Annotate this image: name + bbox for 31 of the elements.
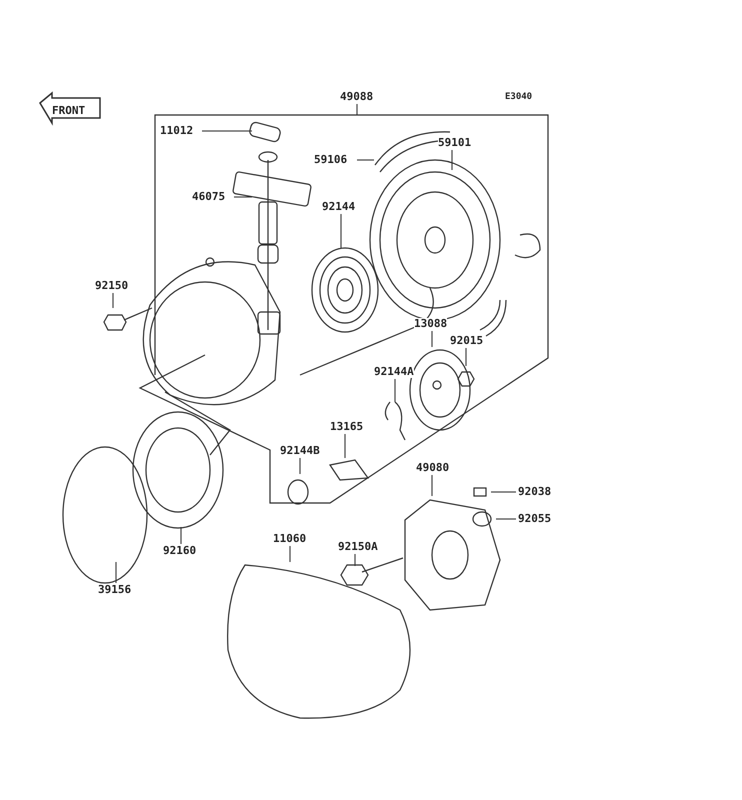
callout-number: 92150A (338, 541, 378, 553)
leader-line (202, 130, 252, 132)
callout-number: 11012 (160, 125, 194, 137)
callout-number: 13165 (330, 421, 364, 433)
callout-number: 59101 (438, 137, 472, 149)
callout-number: 92055 (518, 513, 552, 525)
callout-number: 92144B (280, 445, 320, 457)
leader-line (112, 292, 114, 308)
callout-number: 92015 (450, 335, 484, 347)
callout-number: 13088 (414, 318, 448, 330)
callout-number: 49088 (340, 91, 374, 103)
callout-number: 46075 (192, 191, 226, 203)
callout-number: 49080 (416, 462, 450, 474)
leader-line (234, 196, 252, 198)
callout-number: 92144A (374, 366, 414, 378)
leader-line (180, 526, 182, 544)
leader-line (354, 554, 356, 566)
direction-label: FRONT (52, 105, 86, 117)
callout-number: 92144 (322, 201, 356, 213)
leader-line (356, 104, 358, 116)
leader-line (496, 518, 516, 520)
callout-number: 92038 (518, 486, 552, 498)
callout-number: 92150 (95, 280, 128, 292)
leader-line (344, 434, 346, 458)
callout-number: 92160 (163, 545, 196, 557)
callout-number: 11060 (273, 533, 306, 545)
callout-number: 39156 (98, 584, 132, 596)
leader-line (340, 214, 342, 248)
callout-number: 59106 (314, 154, 348, 166)
drawing-code: E3040 (505, 91, 532, 103)
leader-line (394, 378, 396, 402)
